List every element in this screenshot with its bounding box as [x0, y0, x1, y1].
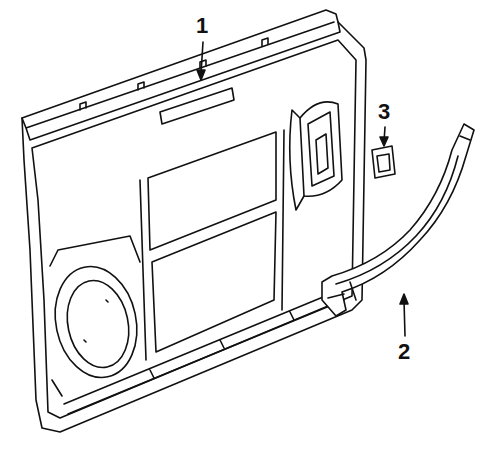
panel-ribs — [140, 130, 284, 360]
bezel — [372, 146, 395, 178]
panel-bottom-strip — [64, 290, 344, 414]
callout-number: 3 — [378, 101, 390, 123]
speaker-mount — [50, 236, 140, 396]
recess-surround — [290, 110, 304, 210]
pull-handle — [322, 124, 474, 316]
panel-inner-border — [32, 40, 356, 418]
panel-slot — [160, 88, 234, 124]
callout-number: 1 — [196, 15, 208, 37]
speaker-opening-inner — [60, 275, 137, 374]
handle-recess — [300, 102, 342, 196]
trim-panel — [22, 10, 366, 432]
leader-arrowhead — [197, 70, 205, 80]
panel-inset-upper — [148, 132, 276, 250]
handle-recess-inner — [308, 112, 334, 186]
speaker-opening — [45, 259, 147, 385]
panel-inset-lower — [152, 212, 276, 352]
pull-handle-detail — [328, 136, 470, 300]
bezel-inner — [377, 154, 390, 172]
callout-number: 2 — [398, 341, 410, 363]
leader-arrowhead — [380, 137, 388, 146]
panel-top-rail — [22, 22, 340, 140]
leader-line — [404, 300, 405, 336]
leader-arrowhead — [400, 294, 408, 304]
